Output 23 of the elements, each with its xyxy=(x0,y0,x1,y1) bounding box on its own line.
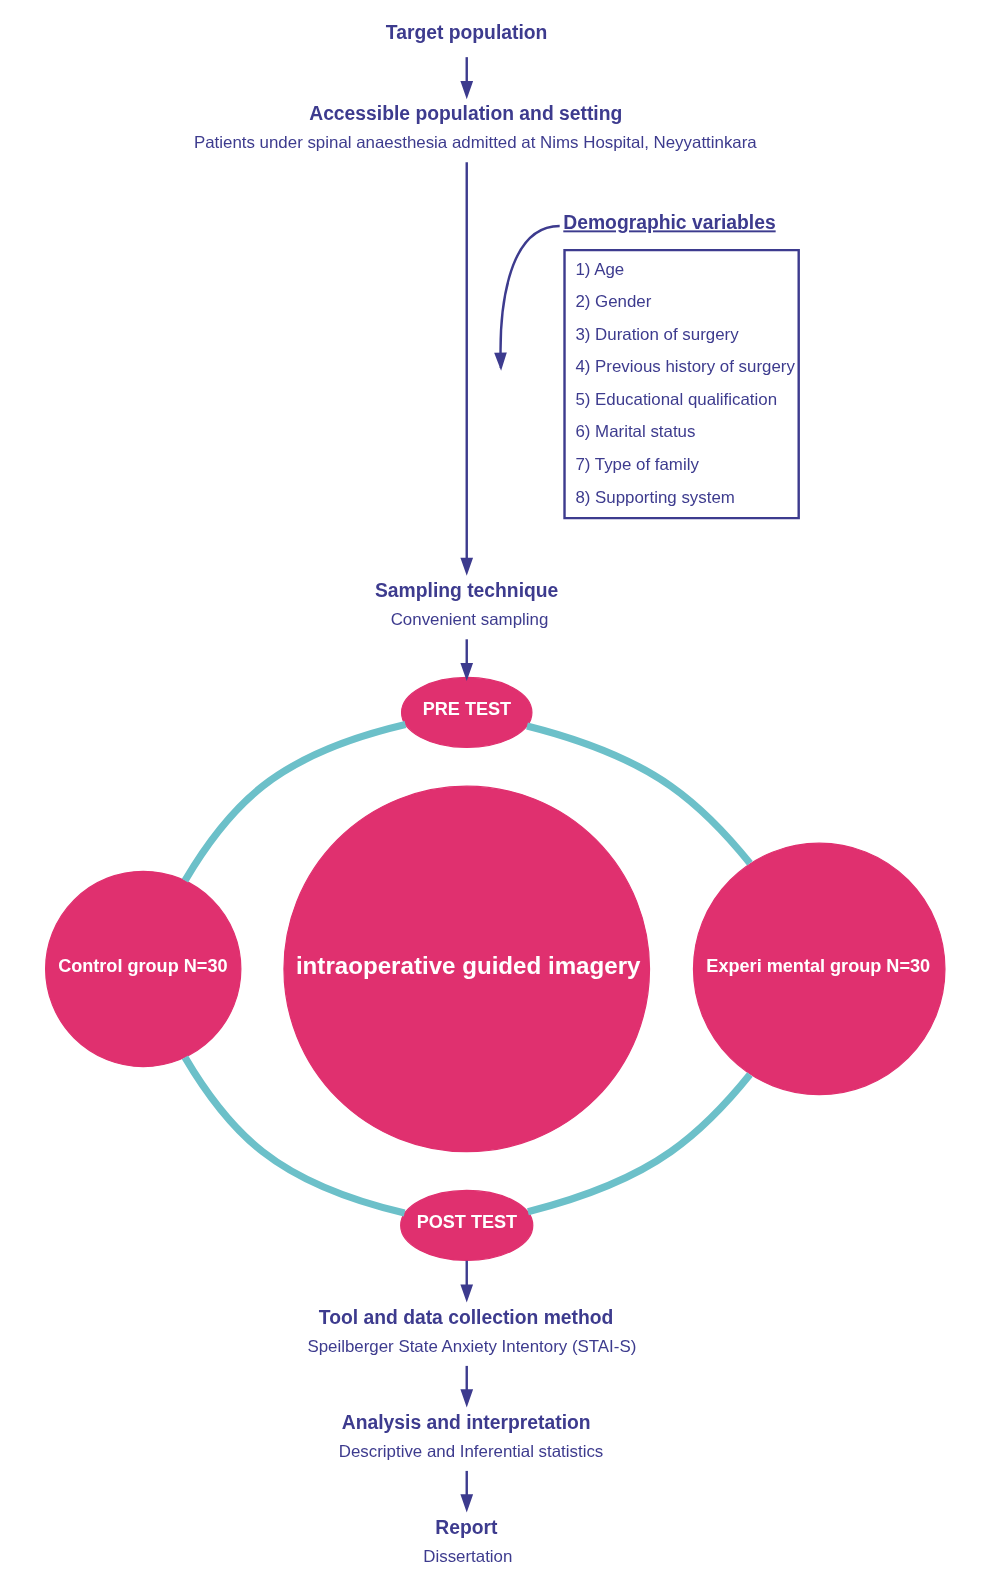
node-ellipse: PRE TEST xyxy=(400,676,533,749)
node-box: 1) Age 2) Gender 3) Duration of surgery 4) Previous history of surgery 5) Educational qualification 6) Marital status 7) Type of family 8) Supporting system xyxy=(562,248,800,520)
arrow xyxy=(459,1365,473,1408)
node-text: Report Dissertation xyxy=(422,1516,512,1566)
node-text: Analysis and interpretation Descriptive and Inferential statistics xyxy=(338,1411,603,1461)
connector xyxy=(525,722,753,866)
arrow xyxy=(459,639,473,681)
arrow xyxy=(459,1470,473,1513)
node-circle: intraoperative guided imagery xyxy=(282,785,650,1153)
arrow xyxy=(459,57,473,100)
node-text: Tool and data collection method Speilberger State Anxiety Intentory (STAI-S) xyxy=(306,1306,636,1356)
node-text: Accessible population and setting Patients under spinal anaesthesia admitted at Nims Hospital, Neyyattinkara xyxy=(193,103,757,153)
node-text: Target population xyxy=(385,21,547,43)
node-circle: Experi mental group N=30 xyxy=(692,842,946,1096)
connector xyxy=(181,1055,405,1217)
arrow xyxy=(459,1260,473,1303)
connector xyxy=(181,721,406,883)
node-text: Sampling technique Convenient sampling xyxy=(374,579,558,630)
connector xyxy=(526,1072,753,1216)
node-label: Demographic variables xyxy=(562,212,776,234)
arrow xyxy=(459,162,473,576)
node-circle: Control group N=30 xyxy=(44,870,241,1068)
node-ellipse: POST TEST xyxy=(399,1189,533,1261)
